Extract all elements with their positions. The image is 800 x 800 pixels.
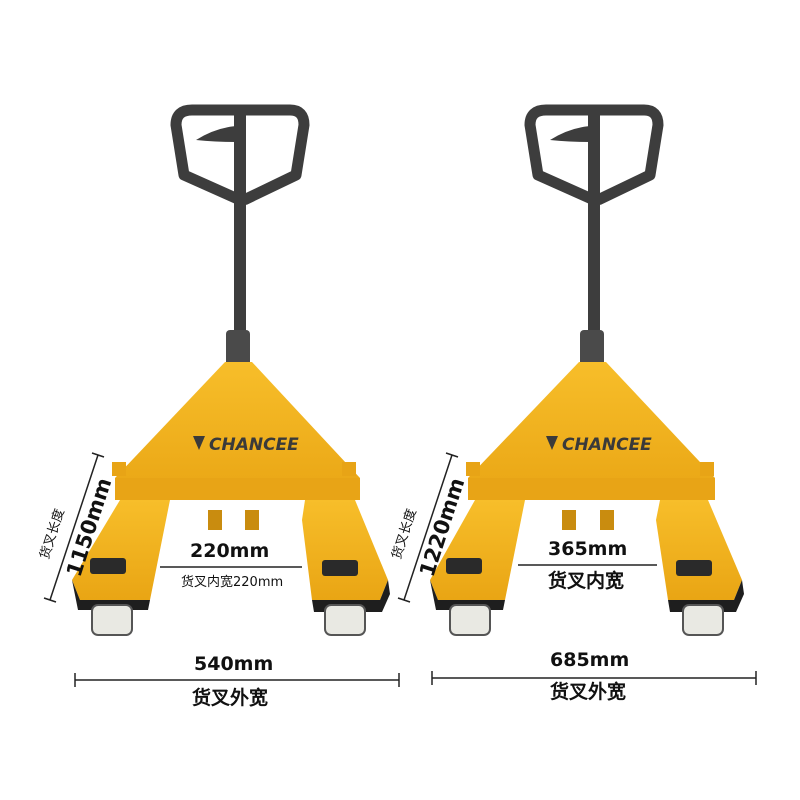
fork-right-b	[656, 500, 742, 600]
fork-length-label: 货叉长度	[37, 507, 68, 561]
pump-column-right	[580, 330, 604, 370]
wheel-left-b	[324, 604, 366, 636]
wheel-left-a	[91, 604, 133, 636]
chassis-right	[468, 362, 715, 500]
fork-length-label: 货叉长度	[389, 507, 420, 561]
inner-width-value: 365mm	[548, 538, 627, 560]
fork-right-a	[430, 500, 525, 600]
wheel-right-b	[682, 604, 724, 636]
outer-width-value: 540mm	[194, 653, 273, 675]
handle-left	[170, 104, 310, 365]
brand-text: CHANCEE	[562, 435, 652, 455]
inner-width-value: 220mm	[190, 540, 269, 562]
fork-left-b	[302, 500, 388, 600]
outer-width-label: 货叉外宽	[550, 680, 626, 703]
wheel-right-a	[449, 604, 491, 636]
fork-left-a	[72, 500, 170, 600]
brand-logo-left: CHANCEE	[193, 435, 299, 455]
inner-width-label: 货叉内宽	[548, 569, 624, 592]
outer-width-label: 货叉外宽	[192, 686, 268, 709]
handle-right	[524, 104, 664, 365]
pallet-truck-left: CHANCEE	[72, 104, 390, 636]
chassis-left	[115, 362, 360, 500]
inner-width-note: 货叉内宽220mm	[181, 574, 283, 590]
pump-column-left	[226, 330, 250, 370]
brand-text: CHANCEE	[209, 435, 299, 455]
outer-width-value: 685mm	[550, 649, 629, 671]
pallet-truck-right: CHANCEE	[430, 104, 744, 636]
brand-logo-right: CHANCEE	[546, 435, 652, 455]
